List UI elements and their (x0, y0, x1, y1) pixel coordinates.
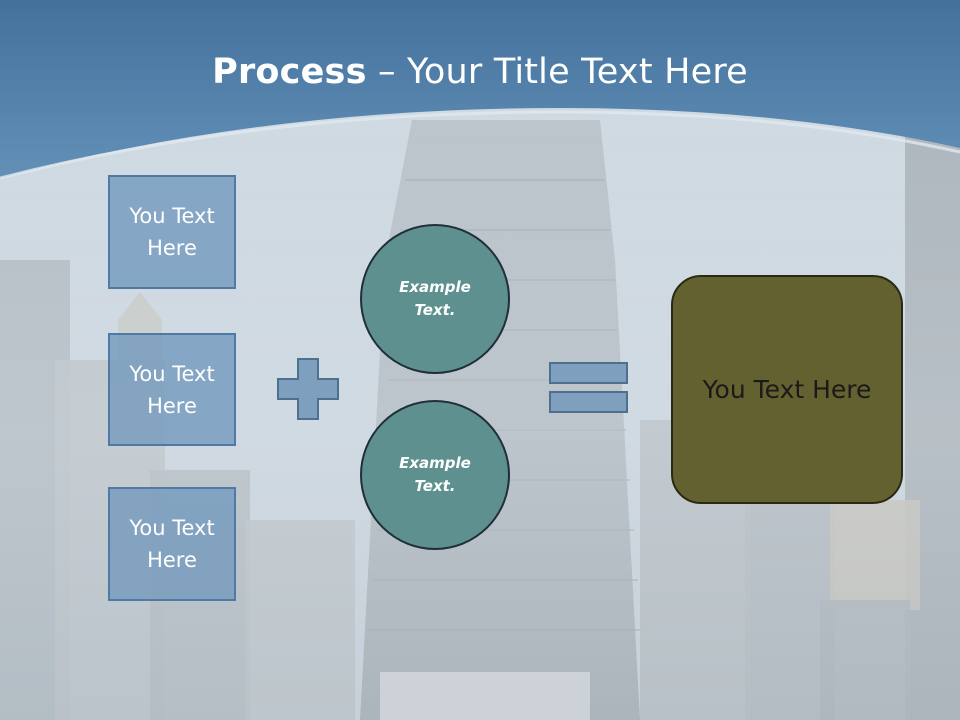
title-rest: – Your Title Text Here (366, 52, 748, 92)
slide-title: Process – Your Title Text Here (0, 52, 960, 92)
title-bold: Process (212, 52, 367, 92)
example-circle-2[interactable]: Example Text. (360, 400, 510, 550)
text-box-3[interactable]: You Text Here (108, 487, 236, 601)
result-label: You Text Here (702, 375, 872, 404)
circle-label: Example Text. (399, 278, 471, 319)
header-band (0, 0, 960, 180)
plus-icon (277, 358, 339, 420)
text-box-1[interactable]: You Text Here (108, 175, 236, 289)
text-box-label: You Text Here (129, 361, 215, 418)
result-box[interactable]: You Text Here (671, 275, 903, 504)
text-box-2[interactable]: You Text Here (108, 333, 236, 446)
equals-icon (549, 362, 628, 413)
text-box-label: You Text Here (129, 516, 215, 572)
example-circle-1[interactable]: Example Text. (360, 224, 510, 374)
circle-label: Example Text. (399, 454, 471, 495)
text-box-label: You Text Here (129, 204, 215, 260)
